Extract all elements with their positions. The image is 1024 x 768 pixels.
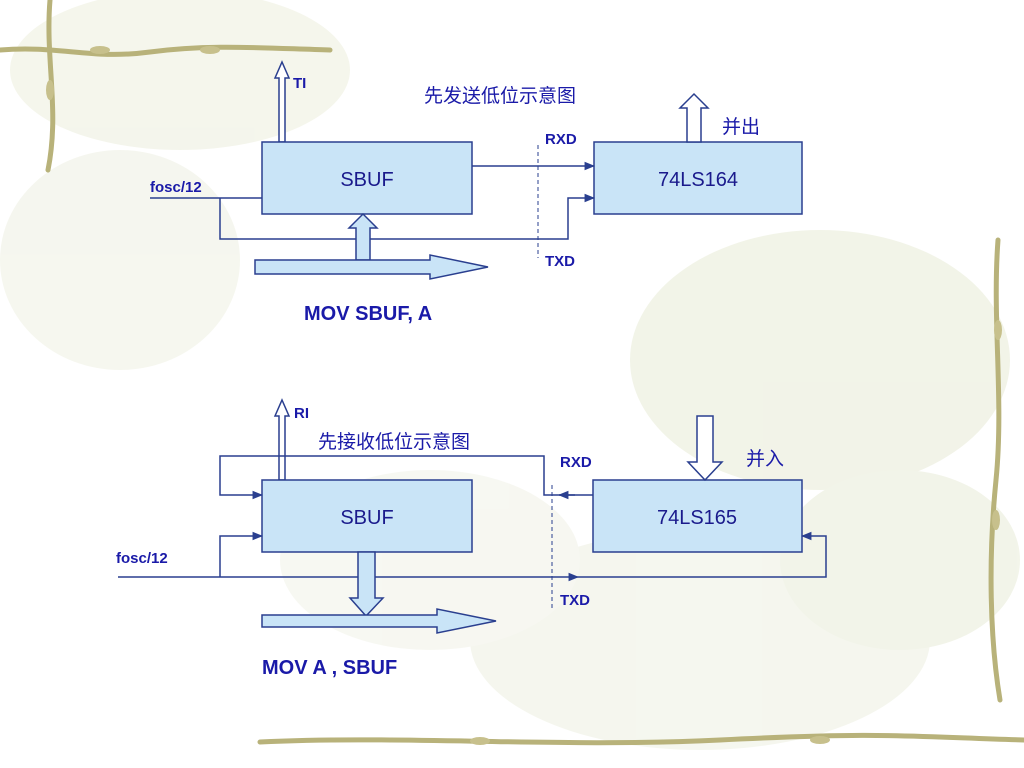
txd-label-receive: TXD <box>560 592 590 609</box>
receive-sbuf-box <box>261 479 473 553</box>
receive-sbuf-label: SBUF <box>340 507 393 529</box>
clock-label: fosc/12 <box>150 179 202 196</box>
transmit-sbuf-box <box>261 141 473 215</box>
transmit-diagram <box>150 60 803 280</box>
shift-register-164-label: 74LS164 <box>658 169 738 191</box>
clock-to-sbuf-line <box>219 531 264 577</box>
ri-flag-label: RI <box>294 405 309 422</box>
shift-register-165-label: 74LS165 <box>657 507 737 529</box>
transmit-title: 先发送低位示意图 <box>424 85 576 107</box>
parallel-out-arrow <box>678 92 710 143</box>
floral-watermark <box>0 0 1020 750</box>
parallel-in-arrow <box>686 415 724 482</box>
vine-leaves <box>46 46 1002 745</box>
receive-instruction: MOV A , SBUF <box>262 657 397 679</box>
shift-direction-arrow <box>254 254 489 280</box>
parallel-in-label: 并入 <box>746 448 784 470</box>
read-arrow <box>348 551 385 618</box>
receive-diagram <box>118 398 827 634</box>
txd-clock-line-receive <box>578 531 827 578</box>
receive-title: 先接收低位示意图 <box>318 431 470 453</box>
clock-label-receive: fosc/12 <box>116 550 168 567</box>
transmit-text: 先发送低位示意图 TI RXD TXD fosc/12 并出 SBUF 74LS… <box>150 75 760 325</box>
vine-border <box>0 0 1024 746</box>
ti-flag-label: TI <box>293 75 306 92</box>
txd-clock-line <box>219 193 596 240</box>
rxd-label: RXD <box>545 131 577 148</box>
shift-register-165-box <box>592 479 803 553</box>
receive-text: 先接收低位示意图 RI RXD TXD fosc/12 并入 SBUF 74LS… <box>116 405 784 679</box>
transmit-sbuf-label: SBUF <box>340 169 393 191</box>
txd-label: TXD <box>545 253 575 270</box>
rxd-label-receive: RXD <box>560 454 592 471</box>
write-arrow <box>347 212 379 261</box>
shift-direction-arrow-receive <box>261 608 497 634</box>
parallel-out-label: 并出 <box>722 116 760 138</box>
ri-flag-arrow <box>273 398 291 481</box>
transmit-instruction: MOV SBUF, A <box>304 303 432 325</box>
ti-flag-arrow <box>273 60 291 143</box>
shift-register-164-box <box>593 141 803 215</box>
